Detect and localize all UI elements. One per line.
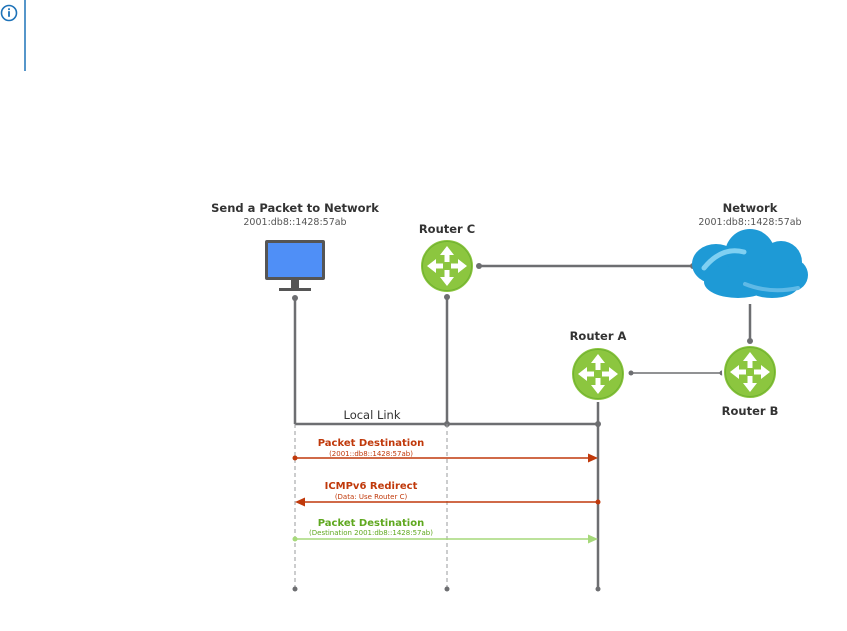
info-icon xyxy=(0,4,18,22)
message-title: ICMPv6 Redirect xyxy=(325,481,418,492)
local-link-label: Local Link xyxy=(343,408,400,422)
router-a: Router A xyxy=(570,329,627,402)
info-icon-dot xyxy=(8,8,10,11)
monitor-icon xyxy=(265,240,325,291)
arrowhead-left-icon xyxy=(295,497,305,507)
info-note xyxy=(0,0,26,71)
network-cloud: Network 2001:db8::1428:57ab xyxy=(692,201,808,298)
host-title: Send a Packet to Network xyxy=(211,201,379,215)
message-origin-dot xyxy=(292,536,298,542)
router-icon xyxy=(722,344,778,400)
router-b-label: Router B xyxy=(722,404,779,418)
cloud-icon xyxy=(692,229,808,298)
message-title: Packet Destination xyxy=(318,518,424,529)
router-icon xyxy=(419,238,475,294)
message-origin-dot xyxy=(292,455,298,461)
network-address: 2001:db8::1428:57ab xyxy=(698,217,801,228)
message-icmpv6-redirect: ICMPv6 Redirect (Data: Use Router C) xyxy=(295,481,601,507)
message-detail: (2001::db8::1428:57ab) xyxy=(329,450,413,458)
connections xyxy=(293,264,752,590)
message-packet-destination-forward: Packet Destination (Destination 2001:db8… xyxy=(292,518,598,544)
arrowhead-right-icon xyxy=(588,453,598,463)
info-icon-stem xyxy=(8,11,10,17)
message-detail: (Data: Use Router C) xyxy=(335,493,408,501)
message-title: Packet Destination xyxy=(318,438,424,449)
router-c-label: Router C xyxy=(419,222,475,236)
message-detail: (Destination 2001:db8::1428:57ab) xyxy=(309,529,433,537)
router-a-label: Router A xyxy=(570,329,627,343)
router-c: Router C xyxy=(419,222,475,294)
message-packet-destination: Packet Destination (2001::db8::1428:57ab… xyxy=(292,438,598,463)
host-computer: Send a Packet to Network 2001:db8::1428:… xyxy=(211,201,379,291)
lifeline-ends xyxy=(292,586,601,592)
router-icon xyxy=(570,346,626,402)
connection-dots xyxy=(292,263,753,427)
arrowhead-right-icon xyxy=(588,534,598,544)
message-origin-dot xyxy=(595,499,601,505)
router-b: Router B xyxy=(722,344,779,418)
host-address: 2001:db8::1428:57ab xyxy=(243,217,346,228)
network-title: Network xyxy=(723,201,778,215)
